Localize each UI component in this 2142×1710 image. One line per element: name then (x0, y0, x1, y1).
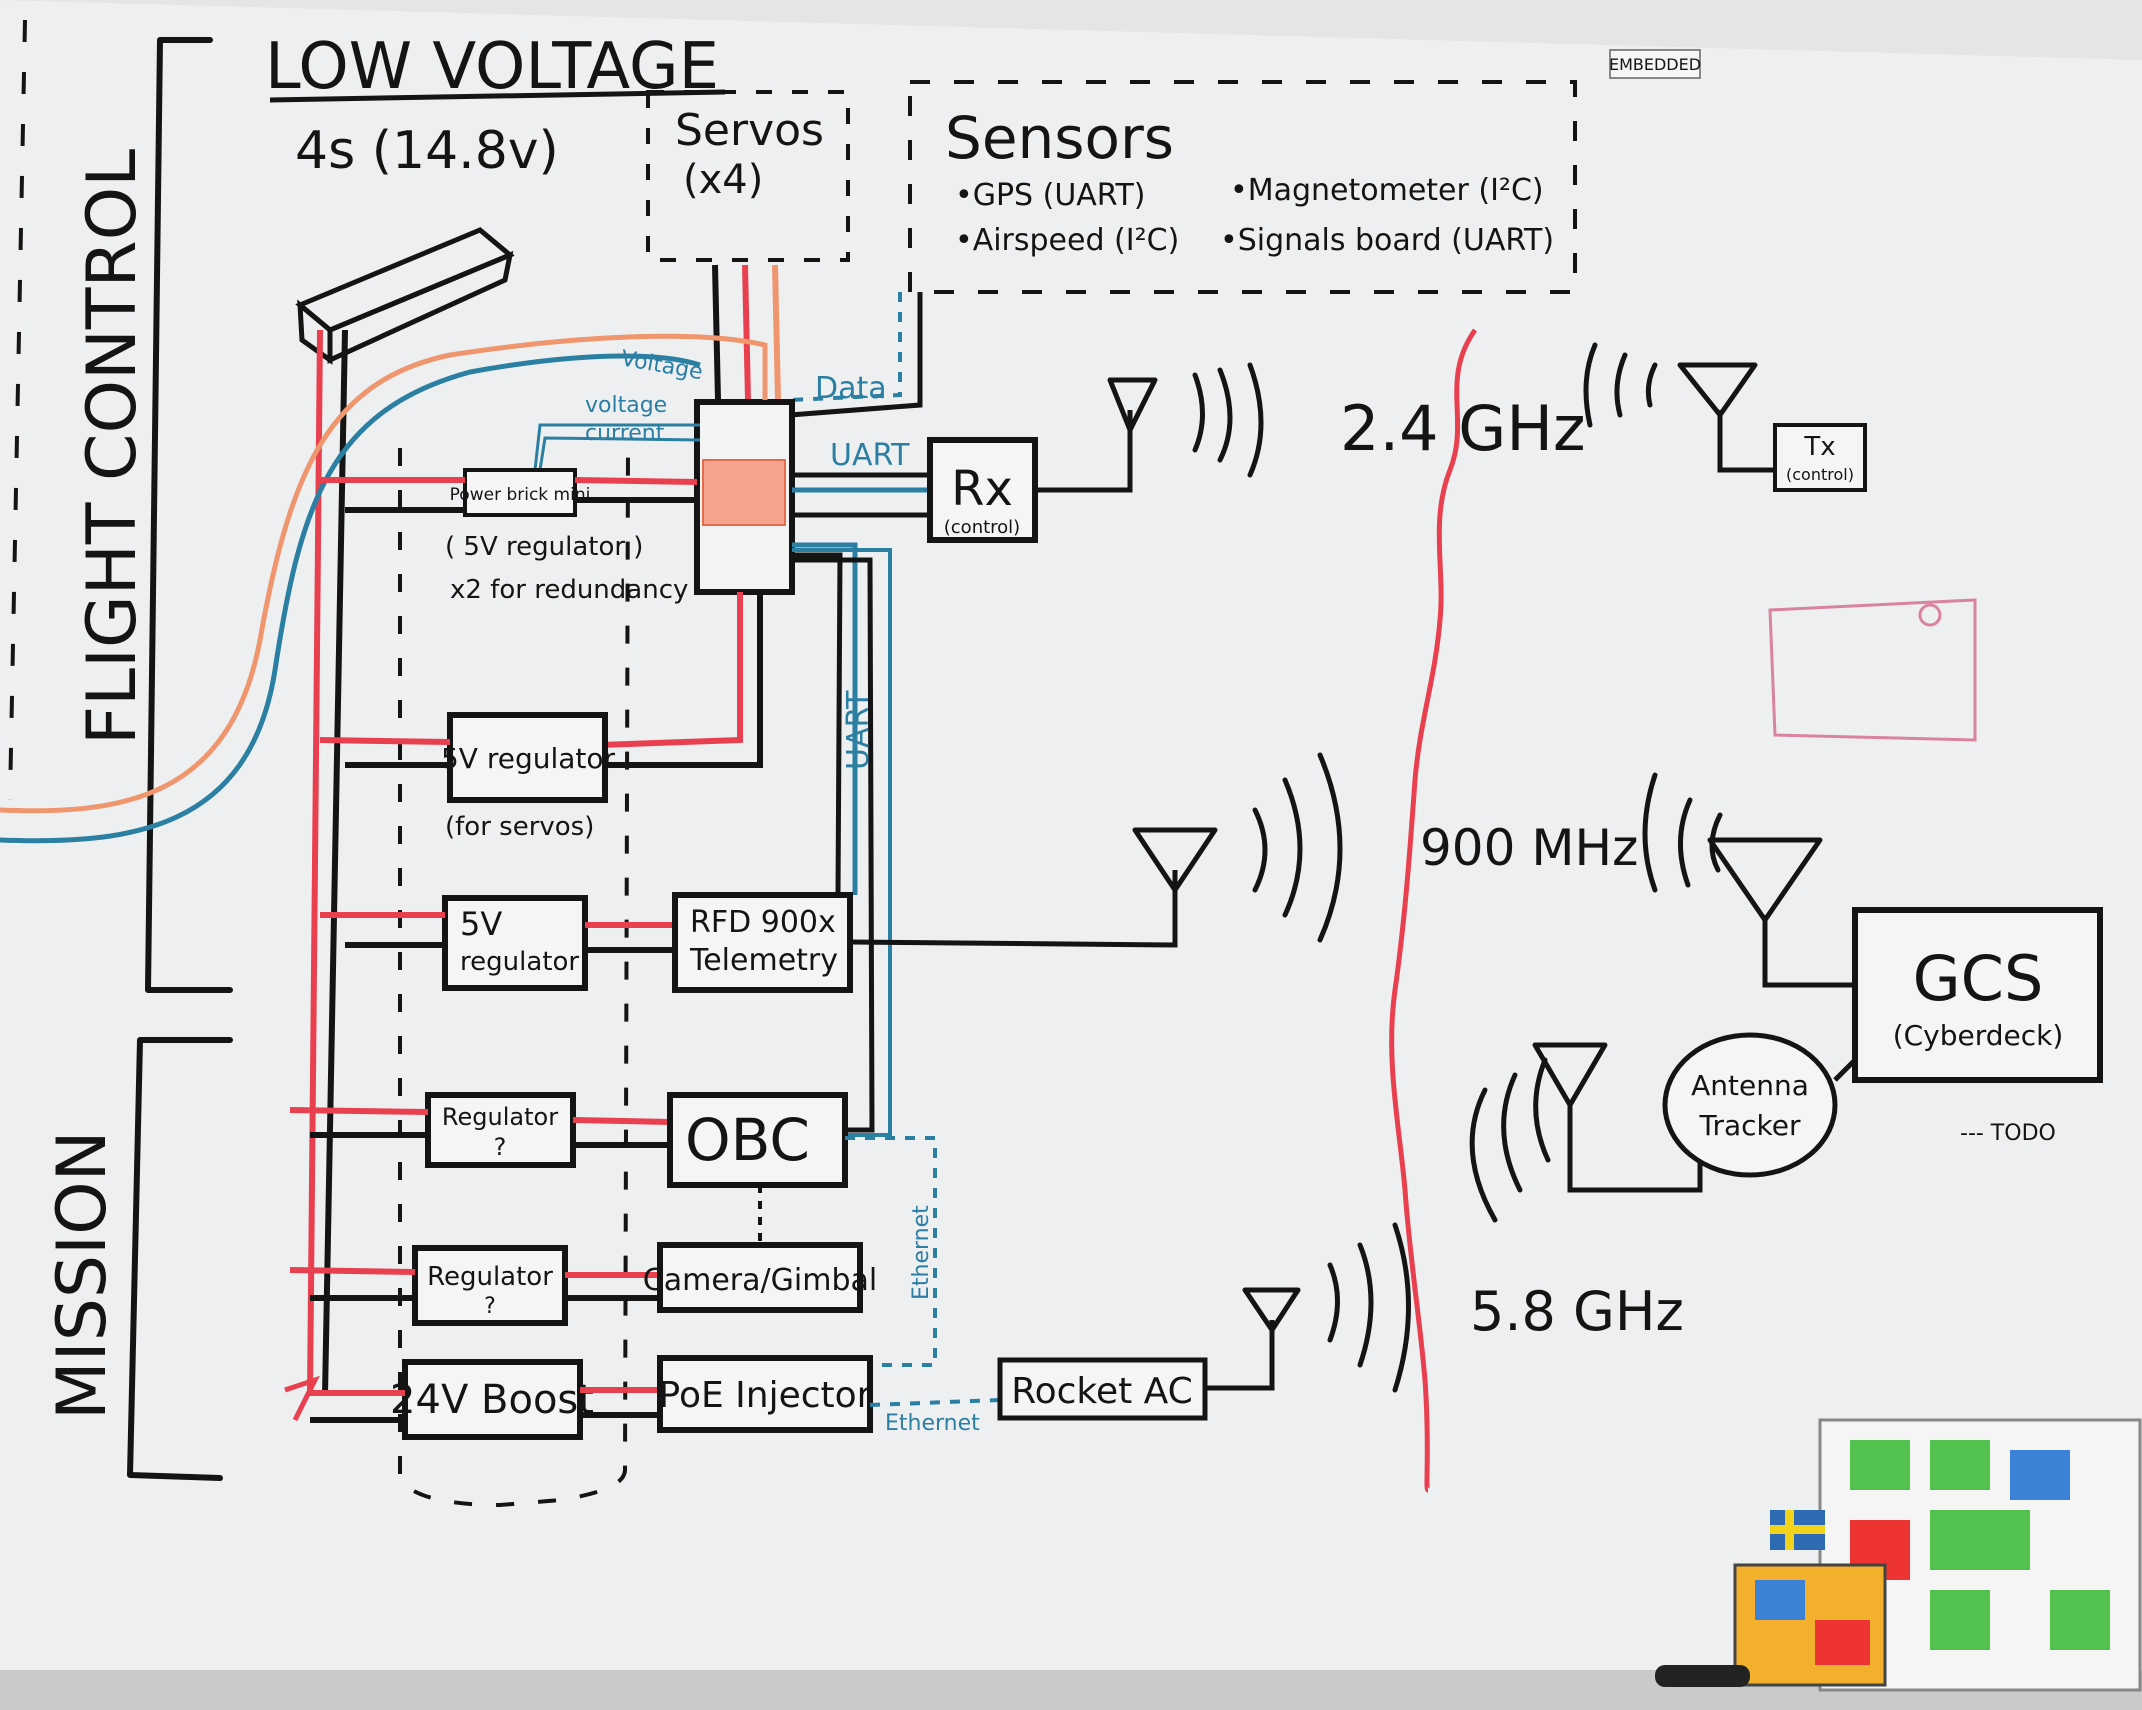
power-brick-label: Power brick mini (450, 485, 591, 505)
pink-sketch-box (1768, 598, 1977, 742)
camera-gimbal-box (657, 1242, 863, 1313)
servo-wire-red (742, 264, 751, 401)
embedded-tag (1609, 49, 1701, 79)
boost-label: 24V Boost (390, 1377, 594, 1423)
voltage-label: voltage (585, 393, 667, 418)
mission-bracket (127, 1037, 233, 1481)
obc-ethernet-dashed (845, 1136, 937, 1367)
air-ground-divider (1389, 328, 1478, 1493)
power-bus (284, 329, 348, 1422)
poe-rocket-ethernet (869, 1398, 1001, 1407)
servo-regulator-note: (for servos) (445, 812, 594, 842)
rfd-regulator-label-1: 5V (460, 905, 502, 943)
battery-label: 4s (14.8v) (295, 121, 559, 181)
ethernet-bottom-label: Ethernet (885, 1411, 980, 1436)
antenna-tracker-label-2: Tracker (1698, 1109, 1800, 1142)
camera-gimbal-label: Camera/Gimbal (643, 1263, 877, 1298)
flight-control-bracket (145, 37, 233, 993)
obc-regulator-label-1: Regulator (442, 1103, 558, 1131)
sensor-data-wire (789, 292, 923, 418)
rfd-regulator-label-2: regulator (460, 947, 579, 977)
pink-sketch-icon (1918, 603, 1942, 627)
sensor-gps: •GPS (UART) (955, 178, 1146, 213)
rx-label: Rx (951, 461, 1013, 517)
camera-regulator-label-2: ? (484, 1294, 496, 1319)
tx-sublabel: (control) (1786, 465, 1854, 484)
sensor-data-dashed (789, 292, 902, 402)
sensor-magnetometer: •Magnetometer (I²C) (1230, 173, 1544, 208)
rx-receiver-box (927, 437, 1038, 543)
todo-note: --- TODO (1960, 1121, 2056, 1146)
freq-5-8ghz: 5.8 GHz (1470, 1280, 1684, 1343)
ethernet-vertical-label: Ethernet (909, 1205, 934, 1300)
tracker-antenna-icon (1532, 1042, 1608, 1108)
servo-wire-black (712, 264, 721, 401)
regulator-group-outline (398, 447, 630, 1508)
current-sense-wire-blue (0, 353, 701, 844)
antenna-tracker-label-1: Antenna (1691, 1069, 1809, 1102)
sensors-box (908, 80, 1577, 294)
servo-regulator-label: 5V regulator (441, 742, 616, 775)
servos-box (646, 90, 850, 262)
rfd-5v-regulator (442, 895, 588, 991)
tx-controller-box (1773, 423, 1867, 492)
poe-injector-label: PoE Injector (659, 1375, 872, 1416)
boost-24v-box (402, 1359, 583, 1440)
sensors-title: Sensors (945, 104, 1174, 172)
gcs-sublabel: (Cyberdeck) (1893, 1019, 2064, 1052)
freq-900mhz: 900 MHz (1420, 819, 1638, 877)
tx-antenna-icon (1677, 362, 1758, 418)
sensor-signals-board: •Signals board (UART) (1220, 223, 1554, 258)
freq-2-4ghz: 2.4 GHz (1340, 392, 1586, 465)
gcs-antenna-icon (1707, 837, 1823, 923)
camera-regulator (412, 1245, 568, 1326)
obc-regulator (425, 1092, 576, 1168)
rocket-signal-waves-icon (1327, 1222, 1411, 1393)
uart-side-label: UART (841, 690, 876, 770)
embedded-tag-label: EMBEDDED (1609, 55, 1701, 74)
battery-icon (295, 227, 515, 365)
servos-count: (x4) (683, 157, 763, 203)
rubiks-cube-small (1733, 1563, 1887, 1687)
poe-injector-box (657, 1355, 873, 1433)
rx-signal-waves-icon (1192, 362, 1264, 478)
rocket-antenna-icon (1242, 1287, 1301, 1333)
rfd-label-2: Telemetry (689, 943, 838, 978)
antenna-tracker-circle (1662, 1032, 1838, 1178)
sense-wire-to-fc (533, 423, 700, 471)
tx-label: Tx (1803, 432, 1835, 462)
servos-label: Servos (675, 105, 824, 156)
rfd-signal-waves-icon (1252, 752, 1343, 943)
power-brick-note-1: ( 5V regulator ) (445, 532, 643, 562)
rfd-antenna-icon (1132, 827, 1218, 893)
gcs-label: GCS (1913, 942, 2044, 1015)
rx-antenna-icon (1107, 377, 1158, 433)
sensor-airspeed: •Airspeed (I²C) (955, 223, 1179, 258)
gcs-box (1852, 907, 2103, 1083)
uart-top-label: UART (830, 438, 910, 473)
rfd-label-1: RFD 900x (690, 905, 836, 940)
obc-label: OBC (685, 1106, 810, 1174)
servo-wire-orange (772, 264, 781, 401)
servo-5v-regulator (447, 712, 608, 803)
camera-regulator-label-1: Regulator (427, 1262, 553, 1292)
voltage-sense-wire-orange (0, 333, 768, 814)
data-wire-label: Data (815, 371, 887, 406)
tx-signal-waves-icon (1583, 342, 1658, 428)
obc-regulator-label-2: ? (494, 1133, 507, 1161)
power-brick-mini (463, 468, 577, 517)
mission-section-label: MISSION (43, 1131, 122, 1421)
flight-control-section-label: FLIGHT CONTROL (73, 149, 152, 745)
rx-sublabel: (control) (944, 517, 1020, 538)
marker-pen (1655, 1665, 1750, 1687)
tracker-signal-waves-icon (1469, 1057, 1551, 1223)
power-brick-note-2: x2 for redundancy (450, 575, 688, 605)
rocket-ac-label: Rocket AC (1011, 1371, 1193, 1412)
obc-box (667, 1092, 848, 1188)
sweden-flag-icon (1770, 1510, 1825, 1550)
flight-controller-chip (702, 459, 786, 526)
